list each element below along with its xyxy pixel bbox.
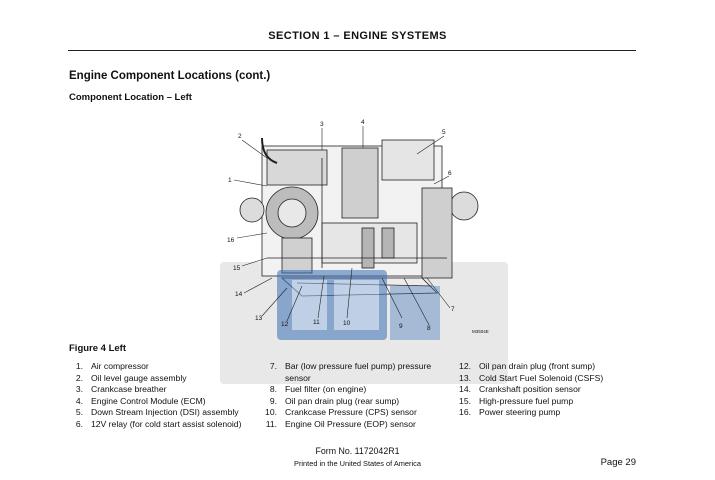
legend-column-2: 7.Bar (low pressure fuel pump) pressure …: [258, 361, 448, 431]
legend-item: 1.Air compressor: [75, 361, 149, 371]
footer-printed-note: Printed in the United States of America: [294, 459, 421, 468]
callout-11: 11: [313, 319, 320, 326]
section-title: SECTION 1 – ENGINE SYSTEMS: [268, 30, 447, 42]
engine-figure: 3 4 2 5 1 6 7 8 9 10 11 12 13 14 15 16 M…: [227, 119, 489, 340]
legend-item: 13.Cold Start Fuel Solenoid (CSFS): [459, 372, 604, 383]
callout-12: 12: [281, 321, 289, 328]
legend-item: 3.Crankcase breather: [75, 384, 167, 395]
callout-10: 10: [343, 320, 351, 327]
callout-15: 15: [233, 265, 241, 272]
callout-8: 8: [427, 325, 431, 332]
legend-item: 12.Oil pan drain plug (front sump): [459, 361, 596, 371]
legend-item: 10.Crankcase Pressure (CPS) sensor: [265, 407, 417, 418]
header-rule: [68, 50, 636, 51]
legend-column-1: 1.Air compressor 2.Oil level gauge assem…: [64, 361, 254, 431]
legend-item: 7.Bar (low pressure fuel pump) pressure …: [269, 361, 432, 383]
callout-7: 7: [451, 306, 455, 313]
subheading: Component Location – Left: [69, 92, 192, 103]
page-number: Page 29: [600, 457, 636, 468]
callout-14: 14: [235, 291, 243, 298]
footer-form-number: Form No. 1172042R1: [315, 446, 400, 456]
legend-item: 6.12V relay (for cold start assist solen…: [75, 418, 242, 429]
legend-item: 15.High-pressure fuel pump: [459, 395, 574, 406]
legend-item: 9.Oil pan drain plug (rear sump): [269, 395, 400, 406]
legend-column-3: 12.Oil pan drain plug (front sump) 13.Co…: [452, 361, 632, 419]
watermark-logo: [277, 270, 440, 340]
callout-2: 2: [238, 133, 242, 140]
callout-16: 16: [227, 237, 235, 244]
callout-3: 3: [320, 121, 324, 128]
figure-caption: Figure 4 Left: [69, 343, 127, 354]
callout-6: 6: [448, 170, 452, 177]
callout-4: 4: [361, 119, 365, 126]
legend-item: 16.Power steering pump: [459, 407, 561, 418]
legend-item: 2.Oil level gauge assembly: [75, 372, 187, 383]
legend-item: 14.Crankshaft position sensor: [459, 384, 581, 395]
legend-item: 5.Down Stream Injection (DSI) assembly: [75, 407, 239, 418]
legend-item: 8.Fuel filter (on engine): [269, 384, 367, 395]
figure-image-code: M3504E: [472, 329, 489, 334]
page-heading: Engine Component Locations (cont.): [69, 70, 271, 82]
callout-5: 5: [442, 129, 446, 136]
callout-1: 1: [228, 177, 232, 184]
legend-item: 4.Engine Control Module (ECM): [75, 395, 206, 406]
callout-9: 9: [399, 323, 403, 330]
legend-item: 11.Engine Oil Pressure (EOP) sensor: [265, 418, 416, 429]
callout-13: 13: [255, 315, 263, 322]
